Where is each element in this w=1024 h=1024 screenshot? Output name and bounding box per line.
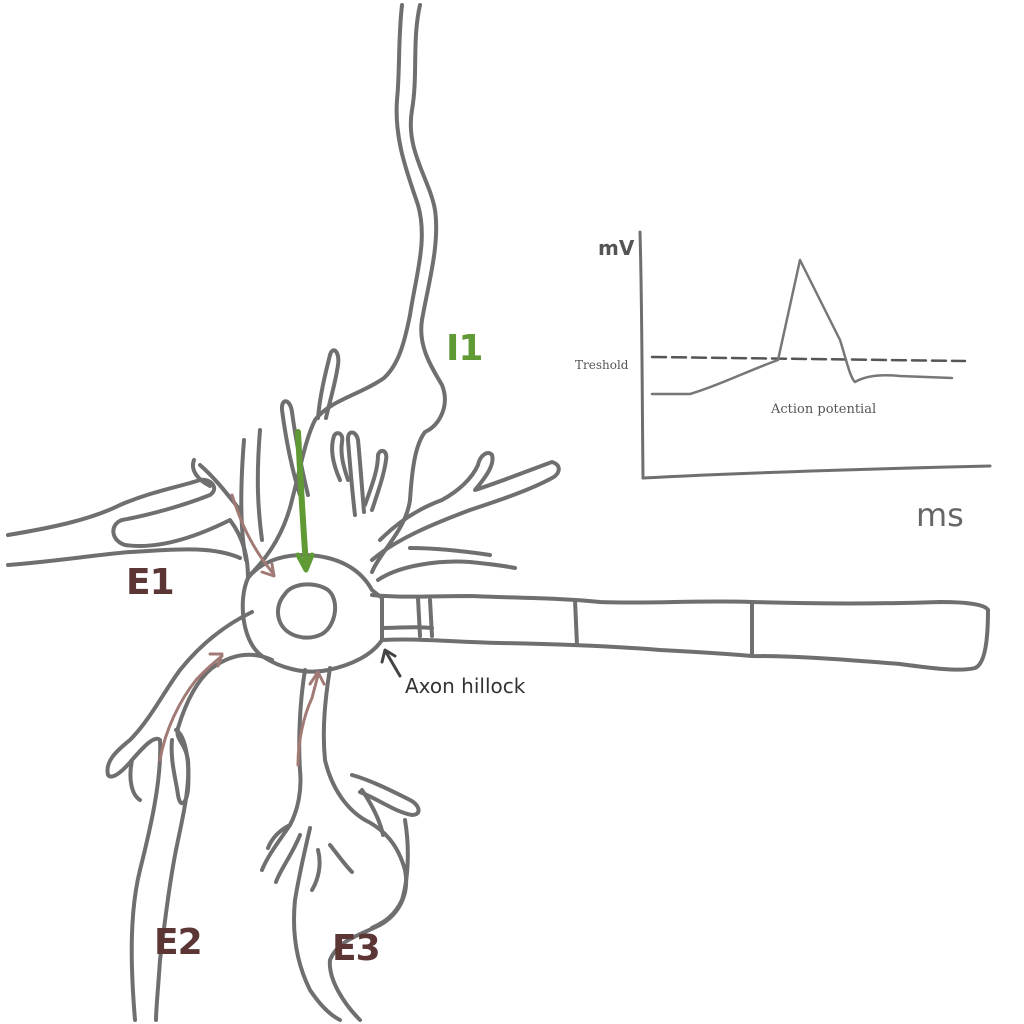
e3-branch-left — [266, 823, 302, 884]
axon-top-edge — [370, 593, 990, 612]
e3-dendrite-right — [321, 666, 409, 1022]
e2-signal-arrowhead — [208, 652, 224, 668]
chart-y-axis-label: mV — [598, 236, 635, 260]
myelin-boundary-3 — [573, 598, 579, 647]
e2-twig — [128, 758, 142, 802]
chart-x-axis — [641, 464, 992, 480]
label-axon-hillock: Axon hillock — [405, 674, 526, 698]
axon-bottom-edge — [380, 608, 990, 672]
e3-signal-arrowhead — [308, 670, 326, 686]
label-e3: E3 — [332, 928, 381, 969]
e1-signal-arrow — [230, 493, 274, 574]
i1-signal-arrow — [295, 429, 309, 568]
e3-signal-arrow — [296, 673, 320, 767]
chart-curve-label: Action potential — [771, 402, 877, 417]
left-dendrite-lower — [6, 547, 242, 567]
chart-threshold-label: Treshold — [575, 358, 629, 372]
e3-branch-right — [370, 818, 410, 930]
i1-signal-arrowhead — [295, 552, 315, 573]
e3-branch-upper — [350, 773, 421, 817]
dendrite-side-branch-left — [316, 348, 341, 420]
apical-dendrite-left — [248, 3, 424, 577]
label-e2: E2 — [154, 922, 203, 963]
axon-hillock-inner — [380, 625, 434, 630]
chart-threshold-line — [650, 355, 967, 363]
chart-action-potential-curve — [650, 258, 954, 396]
axon-hillock-pointer-head — [380, 648, 397, 664]
right-dendrite-lower — [376, 546, 517, 582]
e2-dendrite-outer — [105, 610, 254, 1022]
right-dendrite-upper — [370, 451, 561, 562]
left-dendrite-upper — [6, 477, 250, 580]
myelin-boundary-2 — [428, 598, 434, 638]
axon-hillock-pointer — [384, 650, 402, 678]
label-e1: E1 — [126, 562, 175, 603]
dendrite-spine-2 — [345, 430, 366, 517]
chart-x-axis-label: ms — [916, 496, 964, 534]
e3-dendrite-left — [260, 668, 342, 1022]
nucleus — [275, 582, 338, 640]
label-i1: I1 — [446, 328, 483, 369]
dendrite-spine-4 — [330, 431, 350, 482]
action-potential-chart — [638, 230, 992, 480]
e1-signal-arrowhead — [260, 562, 276, 578]
apical-dendrite-right — [370, 3, 447, 574]
e2-side-branch — [169, 728, 191, 806]
dendrite-spine-3 — [363, 448, 389, 512]
myelin-boundary-1 — [416, 596, 422, 638]
soma-outline — [240, 553, 384, 674]
e2-signal-arrow — [158, 654, 224, 762]
chart-y-axis — [638, 230, 645, 480]
e2-dendrite-inner — [154, 652, 274, 1022]
e3-branch-mid — [310, 788, 385, 892]
